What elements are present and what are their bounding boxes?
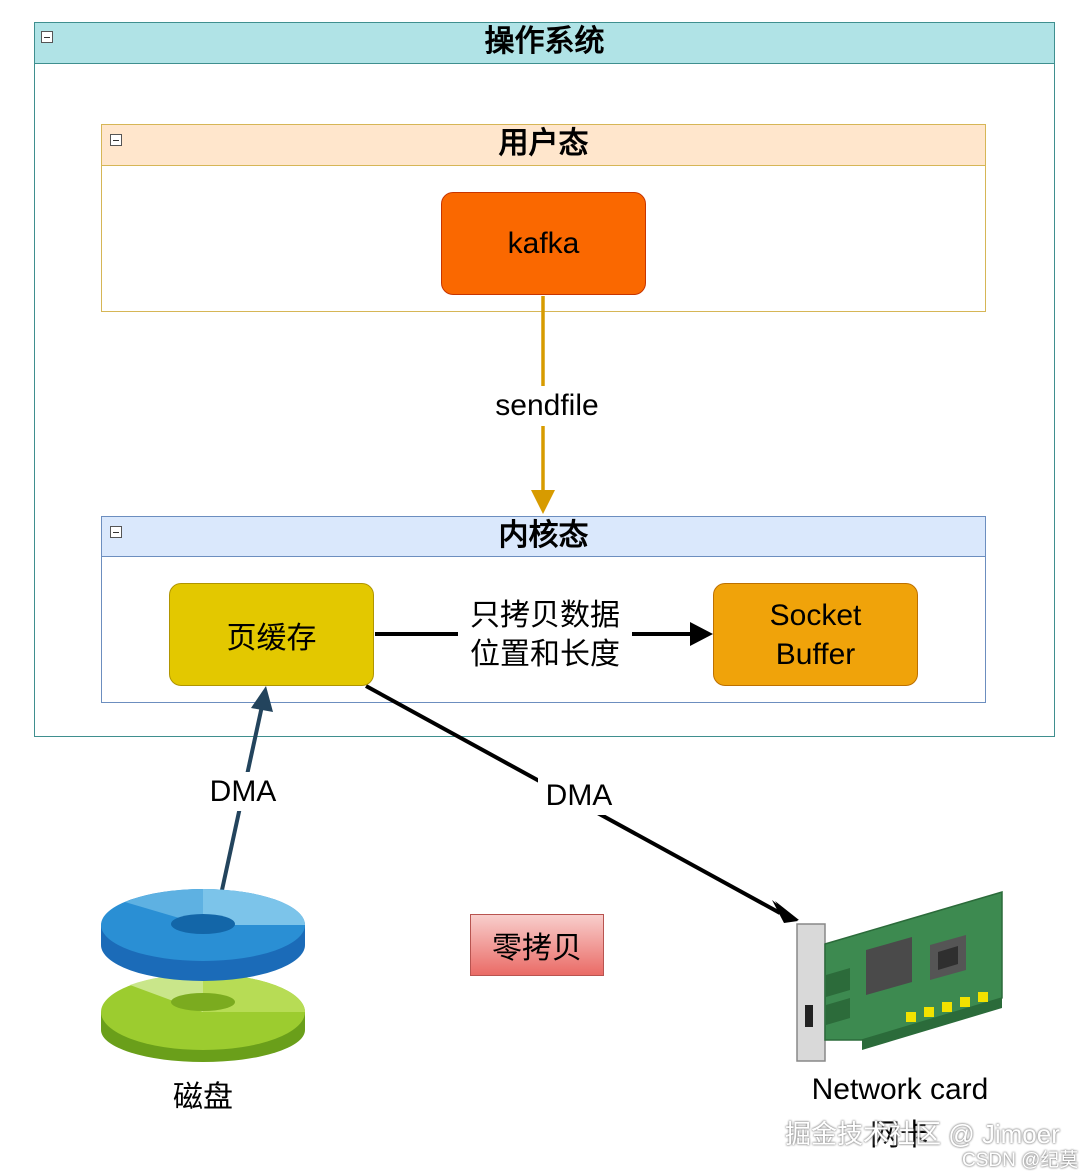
copy-meta-label-line2: 位置和长度 bbox=[470, 638, 620, 671]
network-card-icon bbox=[796, 890, 1003, 1062]
kernel-space-container: 内核态 bbox=[101, 516, 986, 703]
kernel-space-collapse-icon[interactable] bbox=[110, 526, 122, 538]
disk-icon bbox=[101, 889, 305, 1062]
sendfile-label: sendfile bbox=[486, 386, 608, 426]
sendfile-arrowhead bbox=[531, 490, 555, 514]
page-cache-node[interactable]: 页缓存 bbox=[169, 583, 374, 686]
socket-buffer-label-line1: Socket bbox=[769, 598, 862, 632]
os-container: 操作系统 bbox=[34, 22, 1055, 737]
juejin-watermark: 掘金技术社区 @ Jimoer bbox=[785, 1119, 1060, 1149]
socket-buffer-label-line2: Buffer bbox=[775, 637, 856, 671]
user-space-container: 用户态 bbox=[101, 124, 986, 312]
dma-nic-arrowhead-fill bbox=[772, 900, 798, 923]
user-space-title: 用户态 bbox=[102, 125, 985, 166]
nic-caption-line1: Network card bbox=[811, 1073, 989, 1106]
nic-caption-line2: 网卡 bbox=[870, 1119, 930, 1152]
copy-meta-label: 只拷贝数据 位置和长度 bbox=[458, 596, 632, 674]
os-title: 操作系统 bbox=[35, 23, 1054, 64]
kafka-node[interactable]: kafka bbox=[441, 192, 646, 295]
zero-copy-node[interactable]: 零拷贝 bbox=[470, 914, 604, 976]
kernel-space-title: 内核态 bbox=[102, 517, 985, 557]
disk-caption: 磁盘 bbox=[173, 1081, 233, 1114]
dma-nic-arrowhead bbox=[775, 901, 799, 922]
dma-disk-arrowhead bbox=[251, 686, 273, 712]
kafka-label: kafka bbox=[507, 226, 580, 260]
zero-copy-label: 零拷贝 bbox=[492, 932, 582, 965]
socket-buffer-node[interactable]: Socket Buffer bbox=[713, 583, 918, 686]
page-cache-label: 页缓存 bbox=[226, 621, 317, 655]
csdn-watermark: CSDN @纪莫 bbox=[962, 1150, 1079, 1171]
dma-disk-label: DMA bbox=[203, 772, 283, 811]
dma-nic-label: DMA bbox=[538, 776, 620, 815]
copy-meta-label-line1: 只拷贝数据 bbox=[470, 599, 620, 632]
user-space-collapse-icon[interactable] bbox=[110, 134, 122, 146]
os-collapse-icon[interactable] bbox=[41, 31, 53, 43]
copy-meta-arrowhead bbox=[690, 622, 713, 646]
